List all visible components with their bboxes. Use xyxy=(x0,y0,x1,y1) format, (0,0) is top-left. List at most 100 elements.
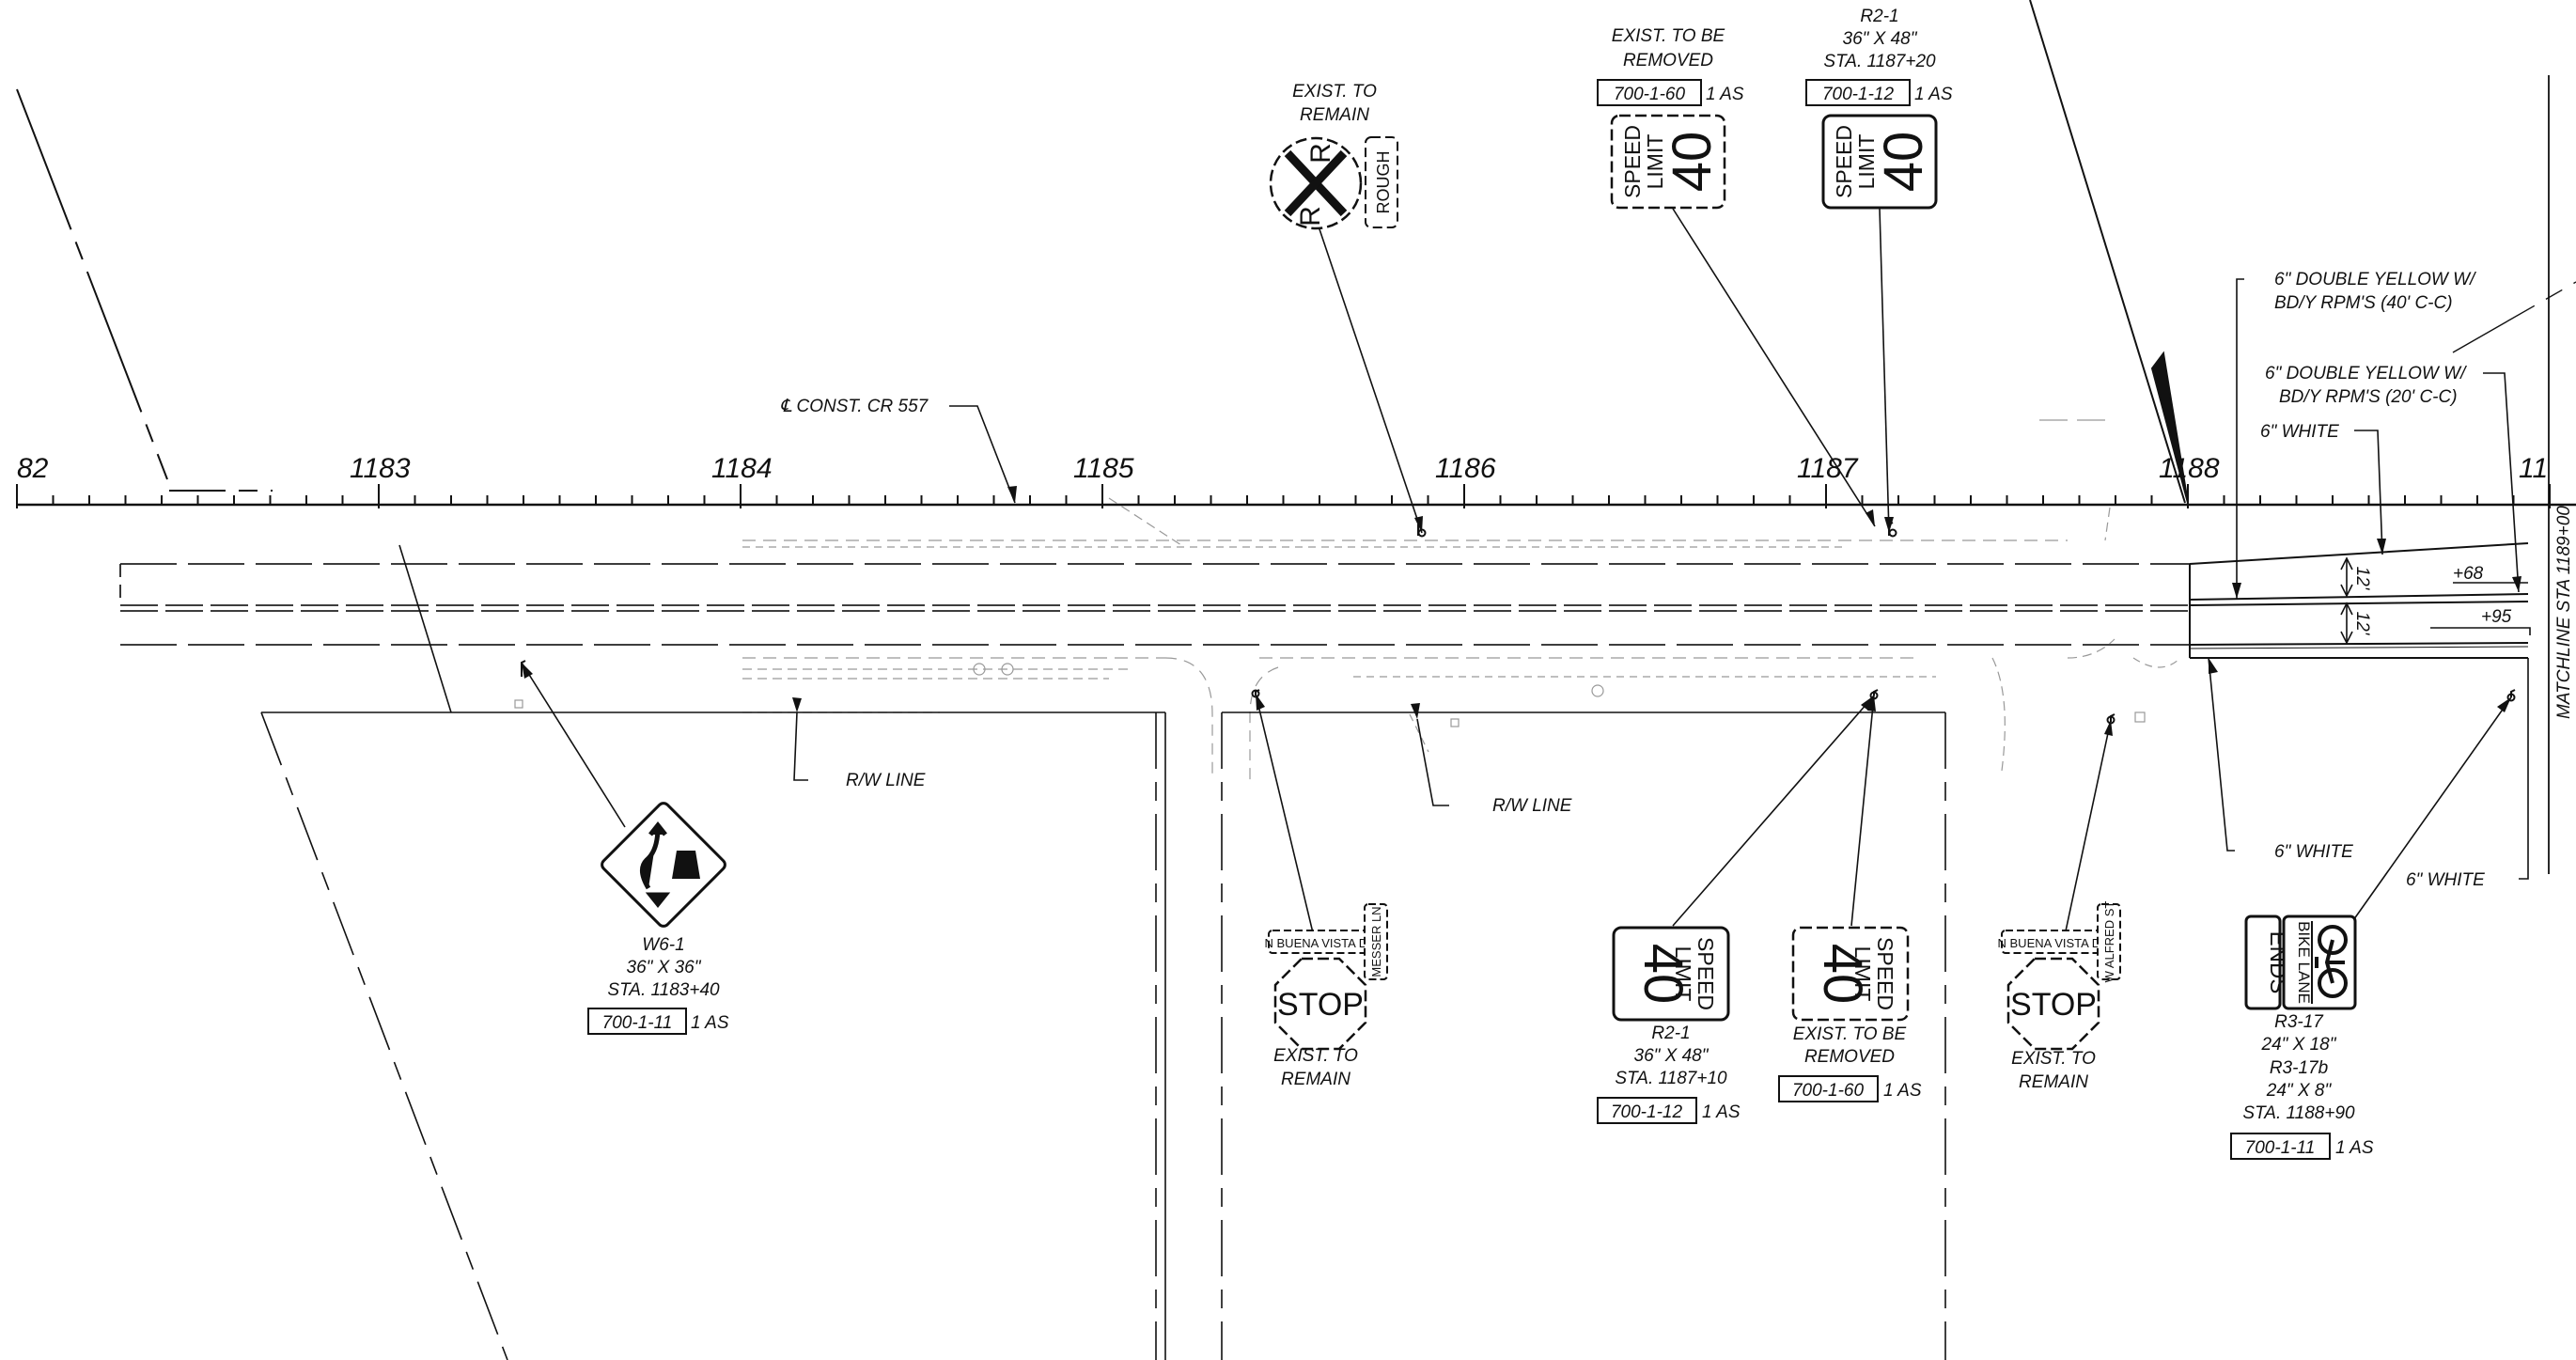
pay-item-box xyxy=(2230,1133,2331,1160)
skew-line-upper-right xyxy=(2452,281,2576,353)
street-name-plaque xyxy=(1268,930,1373,954)
code: R2-1 xyxy=(1860,7,1898,26)
station-1183: 1183 xyxy=(350,453,411,484)
speed-sign-bottom-left: 40 LIMIT SPEED R2-1 36" X 48" STA. 1187+… xyxy=(1597,926,1741,1124)
rw-line-label-left: R/W LINE xyxy=(846,771,926,790)
stop-octagon xyxy=(2006,957,2100,1051)
double-yellow-40-line2: BD/Y RPM'S (40' C-C) xyxy=(2274,293,2453,313)
pay-item: 700-1-11 xyxy=(2245,1138,2316,1158)
note-1: EXIST. TO xyxy=(2011,1049,2096,1069)
rough-plaque xyxy=(1365,136,1398,228)
sign-limit: LIMIT xyxy=(1850,946,1875,1002)
street-b: MESSER LN xyxy=(1369,906,1383,977)
station-11: 11 xyxy=(2519,453,2548,484)
size: 36" X 48" xyxy=(1634,1046,1710,1066)
dim-12a: 12' xyxy=(2352,567,2372,591)
stop-sign-right: N BUENA VISTA DR W ALFRED ST STOP EXIST.… xyxy=(1998,901,2121,1092)
street-name-plaque xyxy=(2001,930,2106,954)
code: R2-1 xyxy=(1651,1024,1690,1043)
stop-sign-left: N BUENA VISTA DR MESSER LN STOP EXIST. T… xyxy=(1265,903,1388,1089)
north-arrow-wedge xyxy=(2150,351,2189,504)
pay-qty: 1 AS xyxy=(1706,85,1744,104)
street-a: N BUENA VISTA DR xyxy=(1265,936,1377,950)
marking-callouts: 6" DOUBLE YELLOW W/ BD/Y RPM'S (40' C-C)… xyxy=(2260,270,2512,890)
double-yellow-20-line1: 6" DOUBLE YELLOW W/ xyxy=(2265,364,2467,383)
leader-arrowheads xyxy=(522,486,2521,736)
speed-sign-top-left: EXIST. TO BE REMOVED 700-1-60 1 AS SPEED… xyxy=(1597,26,1744,210)
sign-value: 40 xyxy=(1662,132,1723,193)
double-yellow-20-line2: BD/Y RPM'S (20' C-C) xyxy=(2279,387,2458,407)
station-1187: 1187 xyxy=(1797,453,1859,484)
diamond-sign xyxy=(601,802,726,928)
right-of-way-lines xyxy=(260,711,1946,1360)
note-2: REMAIN xyxy=(2019,1072,2088,1092)
size1: 24" X 18" xyxy=(2261,1035,2337,1055)
bike-lane-text: BIKE LANE xyxy=(2295,921,2313,1004)
pay-item-box xyxy=(587,1008,687,1035)
matchline-label: MATCHLINE STA 1189+00 xyxy=(2554,506,2574,719)
pay-qty: 1 AS xyxy=(691,1013,729,1033)
white-right: 6" WHITE xyxy=(2406,870,2485,890)
existing-features xyxy=(514,419,2181,780)
pay-qty: 1 AS xyxy=(1914,85,1953,104)
sign-limit: LIMIT xyxy=(1643,134,1667,190)
rough-plaque-text: ROUGH xyxy=(1374,151,1393,214)
left-skew-line xyxy=(16,88,168,480)
offset-68: +68 xyxy=(2453,564,2484,584)
street-name-plaque-2 xyxy=(2097,903,2121,980)
size: 36" X 48" xyxy=(1843,29,1918,49)
rw-line-label-mid: R/W LINE xyxy=(1492,796,1572,816)
bike-lane-panel xyxy=(2282,914,2357,1010)
offset-95: +95 xyxy=(2481,607,2512,627)
speed-sign-panel xyxy=(1612,926,1730,1022)
size: 36" X 36" xyxy=(627,958,702,977)
pay-qty: 1 AS xyxy=(1702,1102,1741,1122)
rr-note-line1: EXIST. TO xyxy=(1292,82,1377,102)
station-82: 82 xyxy=(17,453,49,484)
sign-speed: SPEED xyxy=(1694,937,1718,1010)
ends-plaque xyxy=(2244,914,2282,1010)
rr-letter-right: R xyxy=(1305,143,1336,164)
speed-tl-note-2: REMOVED xyxy=(1623,51,1713,70)
bicycle-icon xyxy=(2315,925,2348,998)
speed-sign-panel xyxy=(1791,926,1910,1022)
pay-item: 700-1-12 xyxy=(1822,85,1894,104)
white-mid: 6" WHITE xyxy=(2274,842,2353,862)
speed-sign-bottom-right: 40 LIMIT SPEED EXIST. TO BE REMOVED 700-… xyxy=(1778,926,1922,1102)
white-top: 6" WHITE xyxy=(2260,422,2339,442)
divided-highway-symbol xyxy=(640,821,671,909)
note-2: REMAIN xyxy=(1281,1070,1350,1089)
station: STA. 1188+90 xyxy=(2242,1103,2355,1123)
sign-value: 40 xyxy=(1873,132,1934,193)
centerline-label: ℄ CONST. CR 557 xyxy=(780,397,929,416)
code: W6-1 xyxy=(642,935,684,955)
sign-limit: LIMIT xyxy=(1671,946,1695,1002)
station: STA. 1187+20 xyxy=(1823,52,1936,71)
station-ticks xyxy=(16,484,2551,508)
station-1185: 1185 xyxy=(1073,453,1134,484)
skew-line-right xyxy=(2029,0,2186,504)
pay-item-box xyxy=(1805,79,1911,106)
railroad-crossing-sign: EXIST. TO REMAIN R R ROUGH xyxy=(1269,82,1398,230)
note-2: REMOVED xyxy=(1804,1047,1895,1067)
street-a: N BUENA VISTA DR xyxy=(1998,936,2110,950)
stop-octagon xyxy=(1273,957,1367,1051)
rr-letter-left: R xyxy=(1295,206,1326,227)
stop-text: STOP xyxy=(1277,987,1364,1023)
pay-item: 700-1-11 xyxy=(602,1013,673,1033)
leader-lines xyxy=(398,208,2531,946)
pay-item-box xyxy=(1778,1075,1879,1102)
sign-post-markers xyxy=(521,522,2516,725)
sign-speed: SPEED xyxy=(1873,937,1897,1010)
roadway-edges xyxy=(119,563,2190,646)
code1: R3-17 xyxy=(2274,1012,2324,1032)
station-1184: 1184 xyxy=(711,453,773,484)
pay-item: 700-1-60 xyxy=(1614,85,1685,104)
sign-speed: SPEED xyxy=(1620,125,1645,198)
station-labels: 82 1183 1184 1185 1186 1187 1188 11 xyxy=(17,453,2548,484)
proposed-lanes xyxy=(2189,542,2529,659)
sign-value: 40 xyxy=(1812,944,1873,1005)
street-name-plaque-2 xyxy=(1364,903,1388,980)
station-1186: 1186 xyxy=(1435,453,1496,484)
